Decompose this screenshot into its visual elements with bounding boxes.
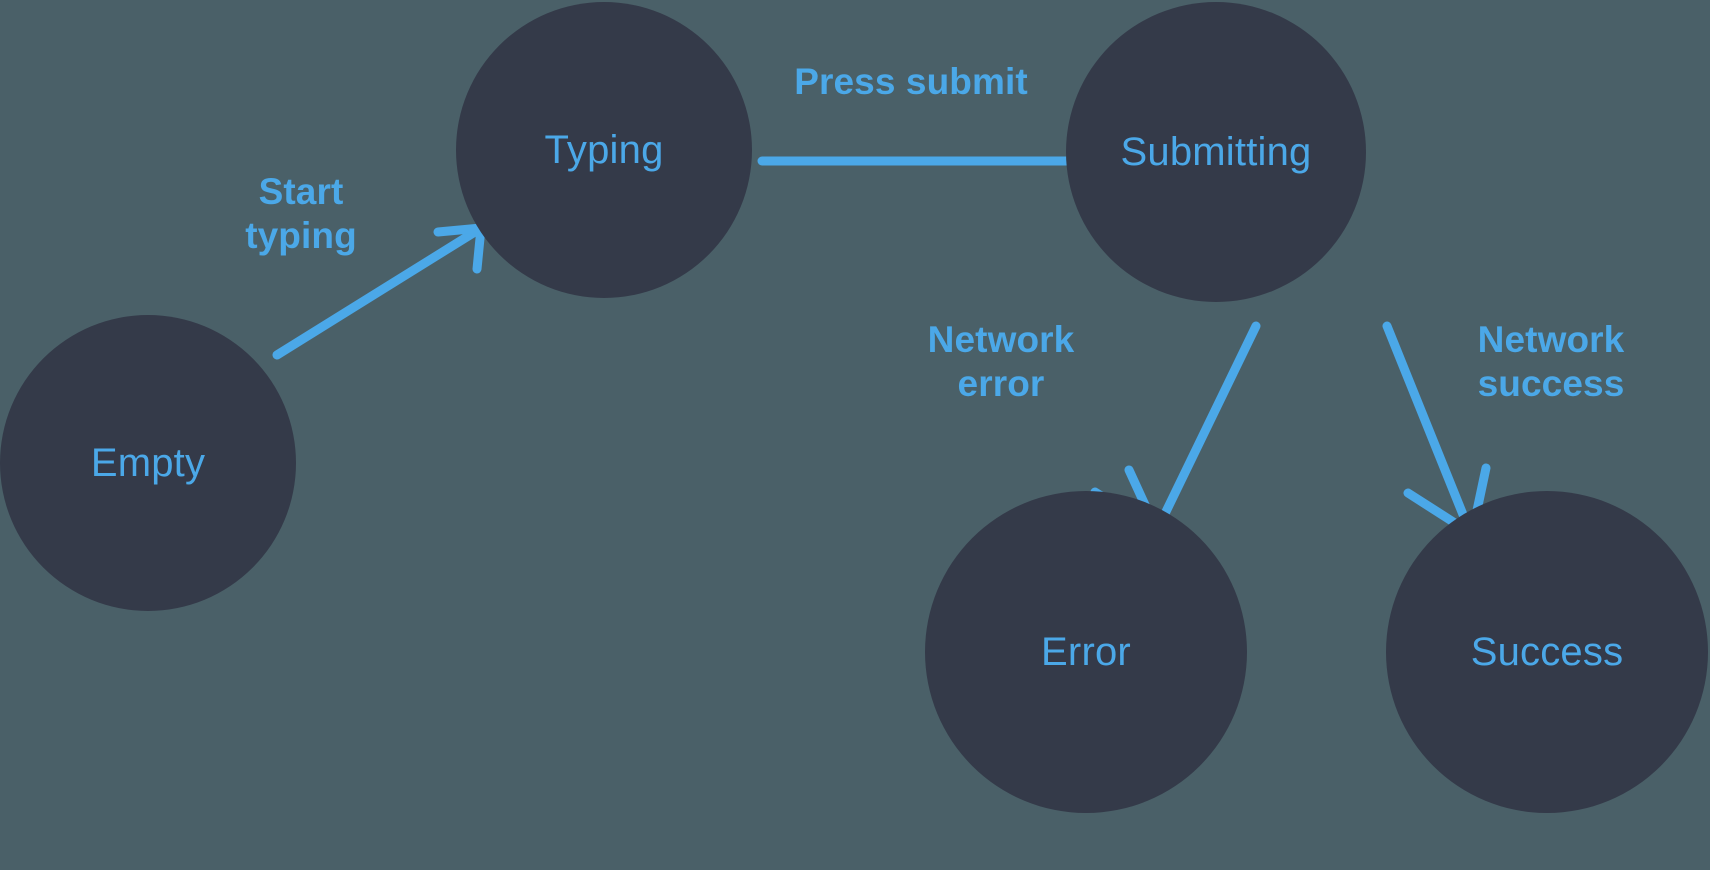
state-label-error: Error <box>1041 630 1131 674</box>
transition-label-network-success: Network success <box>1477 319 1625 404</box>
transition-label-start-typing: Start typing <box>245 171 357 256</box>
state-label-empty: Empty <box>90 441 206 485</box>
state-node-typing[interactable]: Typing <box>456 2 752 298</box>
state-label-typing: Typing <box>544 128 664 172</box>
state-node-empty[interactable]: Empty <box>0 315 296 611</box>
transition-label-press-submit: Press submit <box>794 61 1028 102</box>
state-label-submitting: Submitting <box>1120 130 1312 174</box>
state-node-submitting[interactable]: Submitting <box>1066 2 1366 302</box>
state-node-error[interactable]: Error <box>925 491 1247 813</box>
state-node-success[interactable]: Success <box>1386 491 1708 813</box>
state-label-success: Success <box>1470 630 1624 674</box>
transition-label-network-error: Network error <box>927 319 1075 404</box>
